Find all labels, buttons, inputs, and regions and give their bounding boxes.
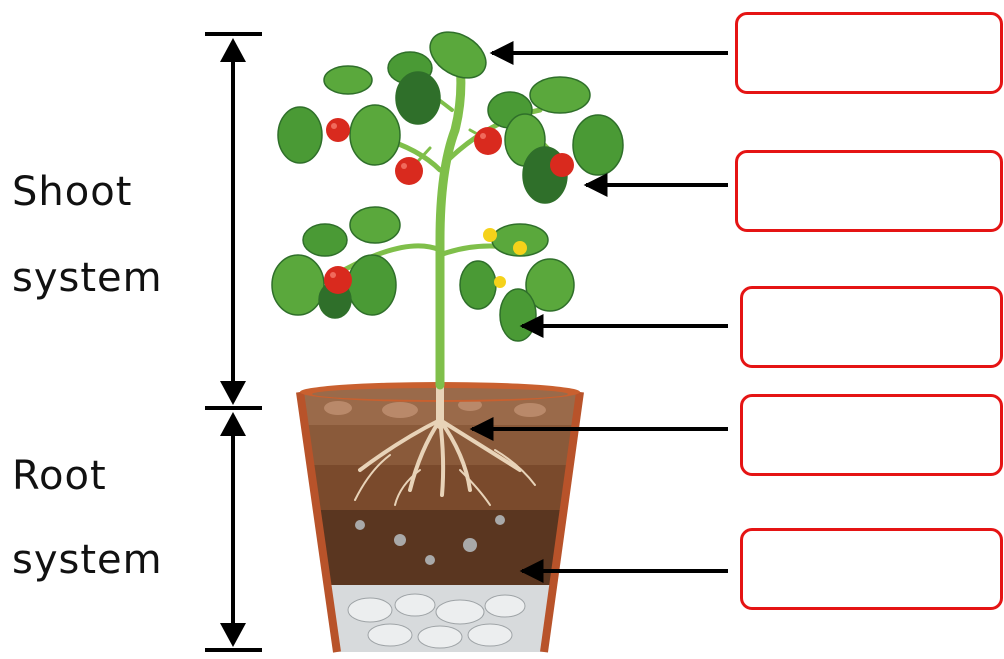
answer-box-2[interactable] [735, 150, 1003, 232]
root-label-line2: system [12, 540, 163, 580]
answer-box-4[interactable] [740, 394, 1003, 476]
answer-box-3[interactable] [740, 286, 1003, 368]
measurement-bars [205, 34, 262, 650]
shoot-label-line1: Shoot [12, 172, 132, 212]
answer-box-1[interactable] [735, 12, 1003, 94]
shoot-label-line2: system [12, 258, 163, 298]
root-label-line1: Root [12, 456, 107, 496]
answer-box-5[interactable] [740, 528, 1003, 610]
